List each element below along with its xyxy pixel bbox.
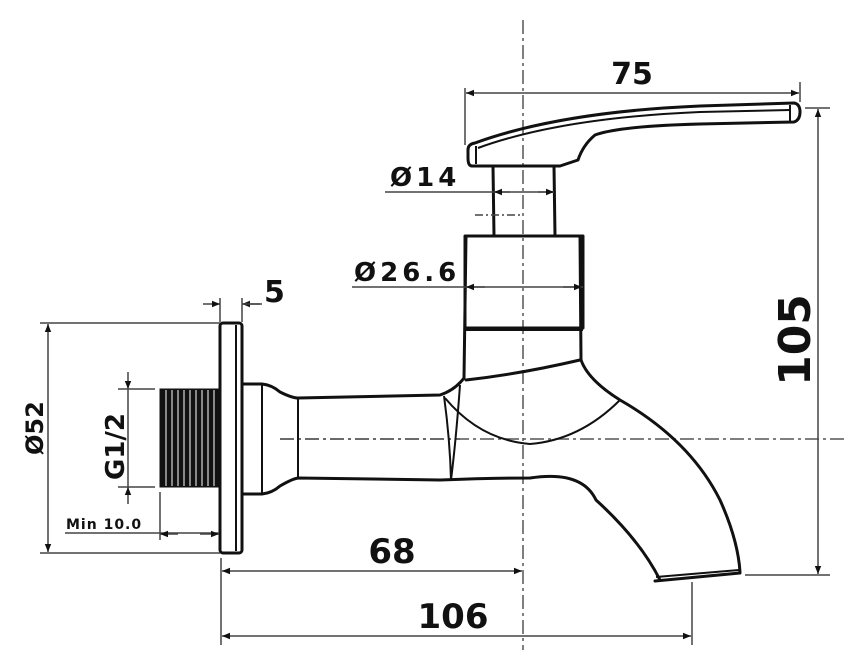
dim-overall-height: 105 [770, 294, 821, 386]
valve-stem [475, 164, 557, 238]
thread-inlet [159, 388, 220, 488]
dimensions: 75 Ø14 Ø26.6 5 Ø52 G1/2 M [21, 57, 830, 645]
dim-flange-thickness: 5 [264, 275, 285, 310]
dim-thread-size: G1/2 [101, 413, 131, 480]
dim-body-diameter: Ø26.6 [354, 258, 460, 288]
dim-flange-diameter: Ø52 [21, 401, 49, 455]
dim-wall-to-axis: 68 [368, 532, 415, 572]
dim-handle-length: 75 [611, 57, 653, 92]
tap-body [241, 234, 742, 583]
wall-flange [218, 321, 244, 555]
dim-stem-diameter: Ø14 [390, 163, 460, 193]
valve-cap [463, 234, 585, 331]
lever-handle [466, 101, 802, 168]
dim-overall-length: 106 [418, 597, 489, 637]
dim-min-thread-length: Min 10.0 [66, 517, 142, 533]
centerlines [280, 20, 845, 650]
